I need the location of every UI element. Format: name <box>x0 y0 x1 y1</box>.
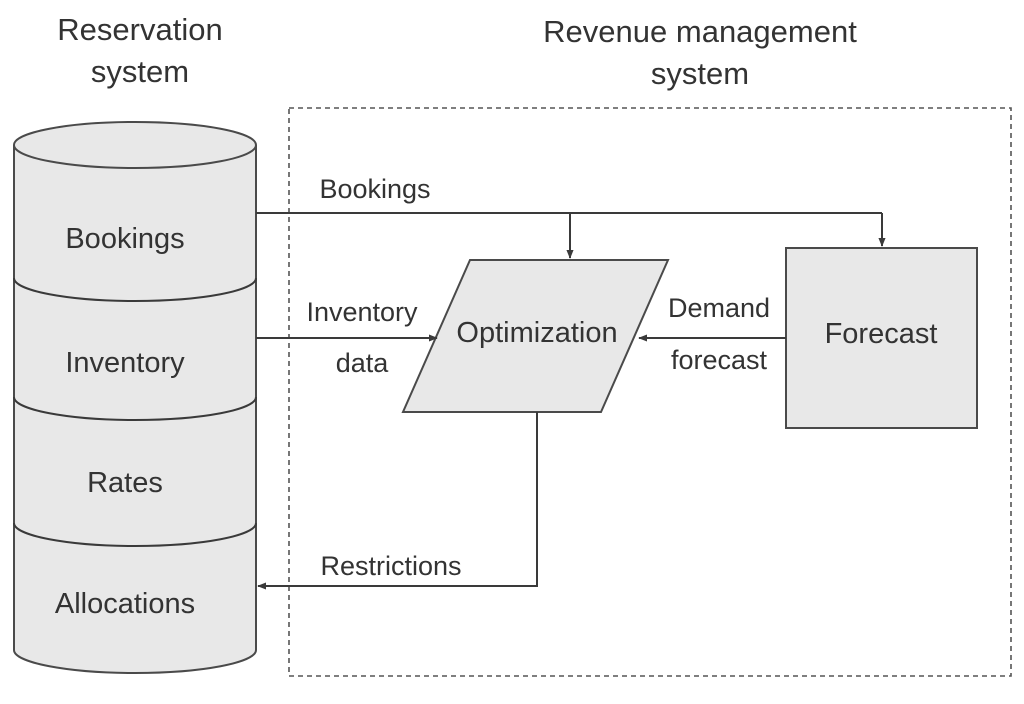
demand-forecast-label-line1: Demand <box>668 293 770 323</box>
database-divider-3 <box>13 522 257 547</box>
database-section-bookings: Bookings <box>65 223 184 255</box>
demand-forecast-label-line2: forecast <box>671 345 768 375</box>
revenue-system-boundary <box>288 107 1012 677</box>
forecast-node: Forecast <box>785 247 978 429</box>
restrictions-label: Restrictions <box>320 551 461 581</box>
optimization-shape <box>401 259 670 413</box>
database-top <box>13 121 257 169</box>
database-divider-1 <box>13 277 257 302</box>
revenue-management-title-line2: system <box>651 56 749 91</box>
optimization-label: Optimization <box>456 317 617 349</box>
bookings-flow-label: Bookings <box>319 174 430 204</box>
database-section-rates: Rates <box>87 467 163 499</box>
reservation-system-title-line1: Reservation <box>57 12 222 47</box>
inventory-data-label-line1: Inventory <box>306 297 418 327</box>
inventory-data-label-line2: data <box>336 348 390 378</box>
optimization-node: Optimization <box>401 259 670 413</box>
restrictions-arrow <box>257 412 538 590</box>
database-section-inventory: Inventory <box>65 347 185 379</box>
database-section-allocations: Allocations <box>55 588 195 620</box>
database-divider-2 <box>13 396 257 421</box>
database-body <box>13 145 257 674</box>
reservation-system-title-line2: system <box>91 54 189 89</box>
forecast-label: Forecast <box>825 318 938 350</box>
reservation-database: Bookings Inventory Rates Allocations <box>13 121 257 674</box>
revenue-management-title-line1: Revenue management <box>543 14 857 49</box>
